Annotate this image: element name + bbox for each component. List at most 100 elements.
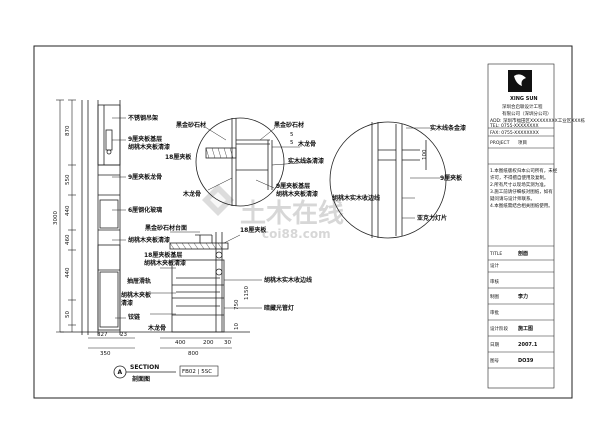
- dim-460: 460: [65, 234, 71, 245]
- label-ply18: 18厘夹板: [165, 153, 192, 161]
- section-elevation: [60, 100, 250, 335]
- company-address: ADD: 深圳市福田区XXXXXXXXX工业区XXX栋: [490, 117, 585, 124]
- label-ply18-2: 18厘夹板: [240, 226, 267, 234]
- detail-dim-5a: 5: [290, 132, 294, 138]
- watermark: 土木在线 coi88.com: [202, 184, 344, 241]
- draw-label: 制图: [490, 293, 499, 300]
- detail-2-leaders: [402, 127, 440, 219]
- vertical-dimensions: [56, 99, 76, 333]
- company-fax: FAX: 0755-XXXXXXXX: [490, 130, 539, 136]
- company-logo-icon: [508, 70, 532, 92]
- leader-lines: [112, 117, 262, 319]
- note-2: 许可，不得擅自使用及复制。: [490, 174, 549, 181]
- dim-10: 10: [234, 323, 240, 330]
- dim-3000: 3000: [53, 211, 59, 225]
- company-cn-line2: 有限公司（深圳分公司）: [502, 110, 552, 117]
- label-walnut-varnish: 胡桃木夹板清漆: [128, 236, 170, 244]
- label-spotlight: 亚克力灯片: [417, 214, 447, 222]
- section-marker-letter: A: [118, 369, 123, 376]
- section-scale: FB02 | 5SC: [182, 369, 212, 375]
- company-en: XING SUN: [510, 96, 538, 102]
- watermark-subtext: coi88.com: [262, 227, 331, 241]
- label-walnut-solid-edge: 胡桃木实木收边线: [264, 276, 312, 284]
- detail-1-labels: 黑金砂石材 黑金砂石材 木龙骨 实木线条清漆 木龙骨 9厘夹板基层 胡桃木夹板清…: [176, 121, 324, 198]
- dim-327: 327: [97, 332, 108, 338]
- dim-350: 350: [100, 351, 111, 357]
- sheet-border: [33, 45, 573, 399]
- label-black-granite-2: 黑金砂石材: [274, 121, 304, 129]
- dim-550: 550: [65, 174, 71, 185]
- drawing-no-value: DO39: [518, 358, 534, 364]
- label-wood-keel-3: 木龙骨: [182, 190, 201, 198]
- label-walnut-solid-line: 胡桃木实木收边线: [332, 194, 380, 202]
- date-label: 日期: [490, 342, 499, 348]
- draw-name: 李力: [517, 293, 528, 300]
- dim-400: 400: [175, 340, 186, 346]
- label-ply18-walnut-line1: 18厘夹板基层: [144, 251, 182, 259]
- vertical-dim-labels: 870 550 440 460 440 50 3000 750 1150 10: [53, 125, 250, 330]
- title-value: 剖面: [518, 250, 528, 257]
- dim-23: 23: [120, 332, 127, 338]
- phase-label: 设计阶段: [490, 325, 508, 332]
- section-labels: 不锈钢吊架 9厘夹板基层 胡桃木夹板清漆 18厘夹板 9厘夹板龙骨 6厘钢化玻璃…: [121, 114, 312, 332]
- label-ply9-base-line1: 9厘夹板基层: [276, 182, 310, 190]
- label-wood-keel: 木龙骨: [147, 324, 166, 332]
- label-ply9-walnut-line2: 胡桃木夹板清漆: [128, 143, 170, 151]
- dim-750: 750: [234, 299, 240, 310]
- note-3: 2.所有尺寸以现场实测为准。: [490, 181, 548, 188]
- label-ply9-keel: 9厘夹板龙骨: [128, 173, 162, 181]
- label-walnut-ply-line2: 清漆: [121, 299, 133, 307]
- label-hinge: 铰链: [128, 313, 141, 321]
- label-solid-wood-line: 实木线条清漆: [288, 157, 324, 165]
- drawing-no-label: 图号: [490, 358, 499, 364]
- label-ply9-base-line2: 胡桃木夹板清漆: [276, 190, 318, 198]
- label-stainless-rack: 不锈钢吊架: [128, 114, 158, 122]
- label-tube-light: 暗藏光管灯: [264, 304, 294, 312]
- check-label: 审核: [490, 278, 499, 285]
- project-label: PROJECT: [490, 140, 510, 146]
- detail-2-labels: 实木线条金漆 9厘夹板 胡桃木实木收边线 亚克力灯片 100: [332, 124, 466, 222]
- detail-dim-5b: 5: [290, 140, 294, 146]
- label-ply9: 9厘夹板: [440, 174, 463, 182]
- dim-1150: 1150: [244, 286, 250, 300]
- company-tel: TEL: 0755-XXXXXXXX: [489, 123, 539, 129]
- note-4: 3.施工前请仔细核对图纸，如有: [490, 188, 553, 195]
- section-title: SECTION: [130, 364, 159, 371]
- approve-label: 审批: [490, 309, 499, 316]
- horizontal-dim-labels: 327 23 350 400 200 800 30: [97, 332, 231, 357]
- label-black-granite: 黑金砂石材: [176, 121, 206, 129]
- detail-dim-100: 100: [422, 149, 428, 160]
- label-ply18-walnut-line2: 胡桃木夹板清漆: [144, 259, 186, 267]
- label-wood-keel-2: 木龙骨: [297, 140, 316, 148]
- dim-870: 870: [65, 125, 71, 136]
- title-block-text: XING SUN 深圳合启联设计工程 有限公司（深圳分公司） ADD: 深圳市福…: [489, 96, 585, 364]
- label-tempered-glass: 6厘钢化玻璃: [128, 206, 162, 214]
- company-cn-line1: 深圳合启联设计工程: [502, 103, 543, 110]
- label-drawer-slide: 抽屉滑轨: [127, 277, 151, 285]
- detail-1-leaders: [204, 126, 313, 191]
- dim-440-b: 440: [65, 267, 71, 278]
- label-ply9-walnut-line1: 9厘夹板基层: [128, 135, 162, 143]
- dim-440: 440: [65, 205, 71, 216]
- project-value: 项目: [518, 140, 527, 146]
- note-6: 4.本图纸需结合相关图纸使用。: [490, 202, 553, 209]
- detail-circle-2: [329, 121, 447, 239]
- date-value: 2007.1: [518, 342, 538, 348]
- phase-value: 施工图: [517, 325, 533, 332]
- note-5: 疑问请与设计师联系。: [490, 195, 535, 202]
- section-subtitle: 剖面图: [132, 375, 150, 383]
- dim-800: 800: [188, 351, 199, 357]
- dim-50: 50: [65, 311, 71, 318]
- watermark-text: 土木在线: [240, 199, 344, 229]
- section-marker: A SECTION 剖面图 FB02 | 5SC: [113, 364, 219, 383]
- label-granite-top: 黑金砂石材台面: [145, 224, 187, 232]
- title-label: TITLE: [489, 251, 502, 257]
- detail-circle-1: [195, 117, 285, 207]
- label-walnut-ply-line1: 胡桃木夹板: [121, 291, 152, 299]
- title-block: [487, 63, 555, 389]
- dim-200: 200: [203, 340, 214, 346]
- designer-label: 设计: [490, 262, 499, 269]
- horizontal-dimensions: [88, 337, 232, 349]
- note-1: 1.本图纸版权归本公司所有，未经: [490, 167, 558, 174]
